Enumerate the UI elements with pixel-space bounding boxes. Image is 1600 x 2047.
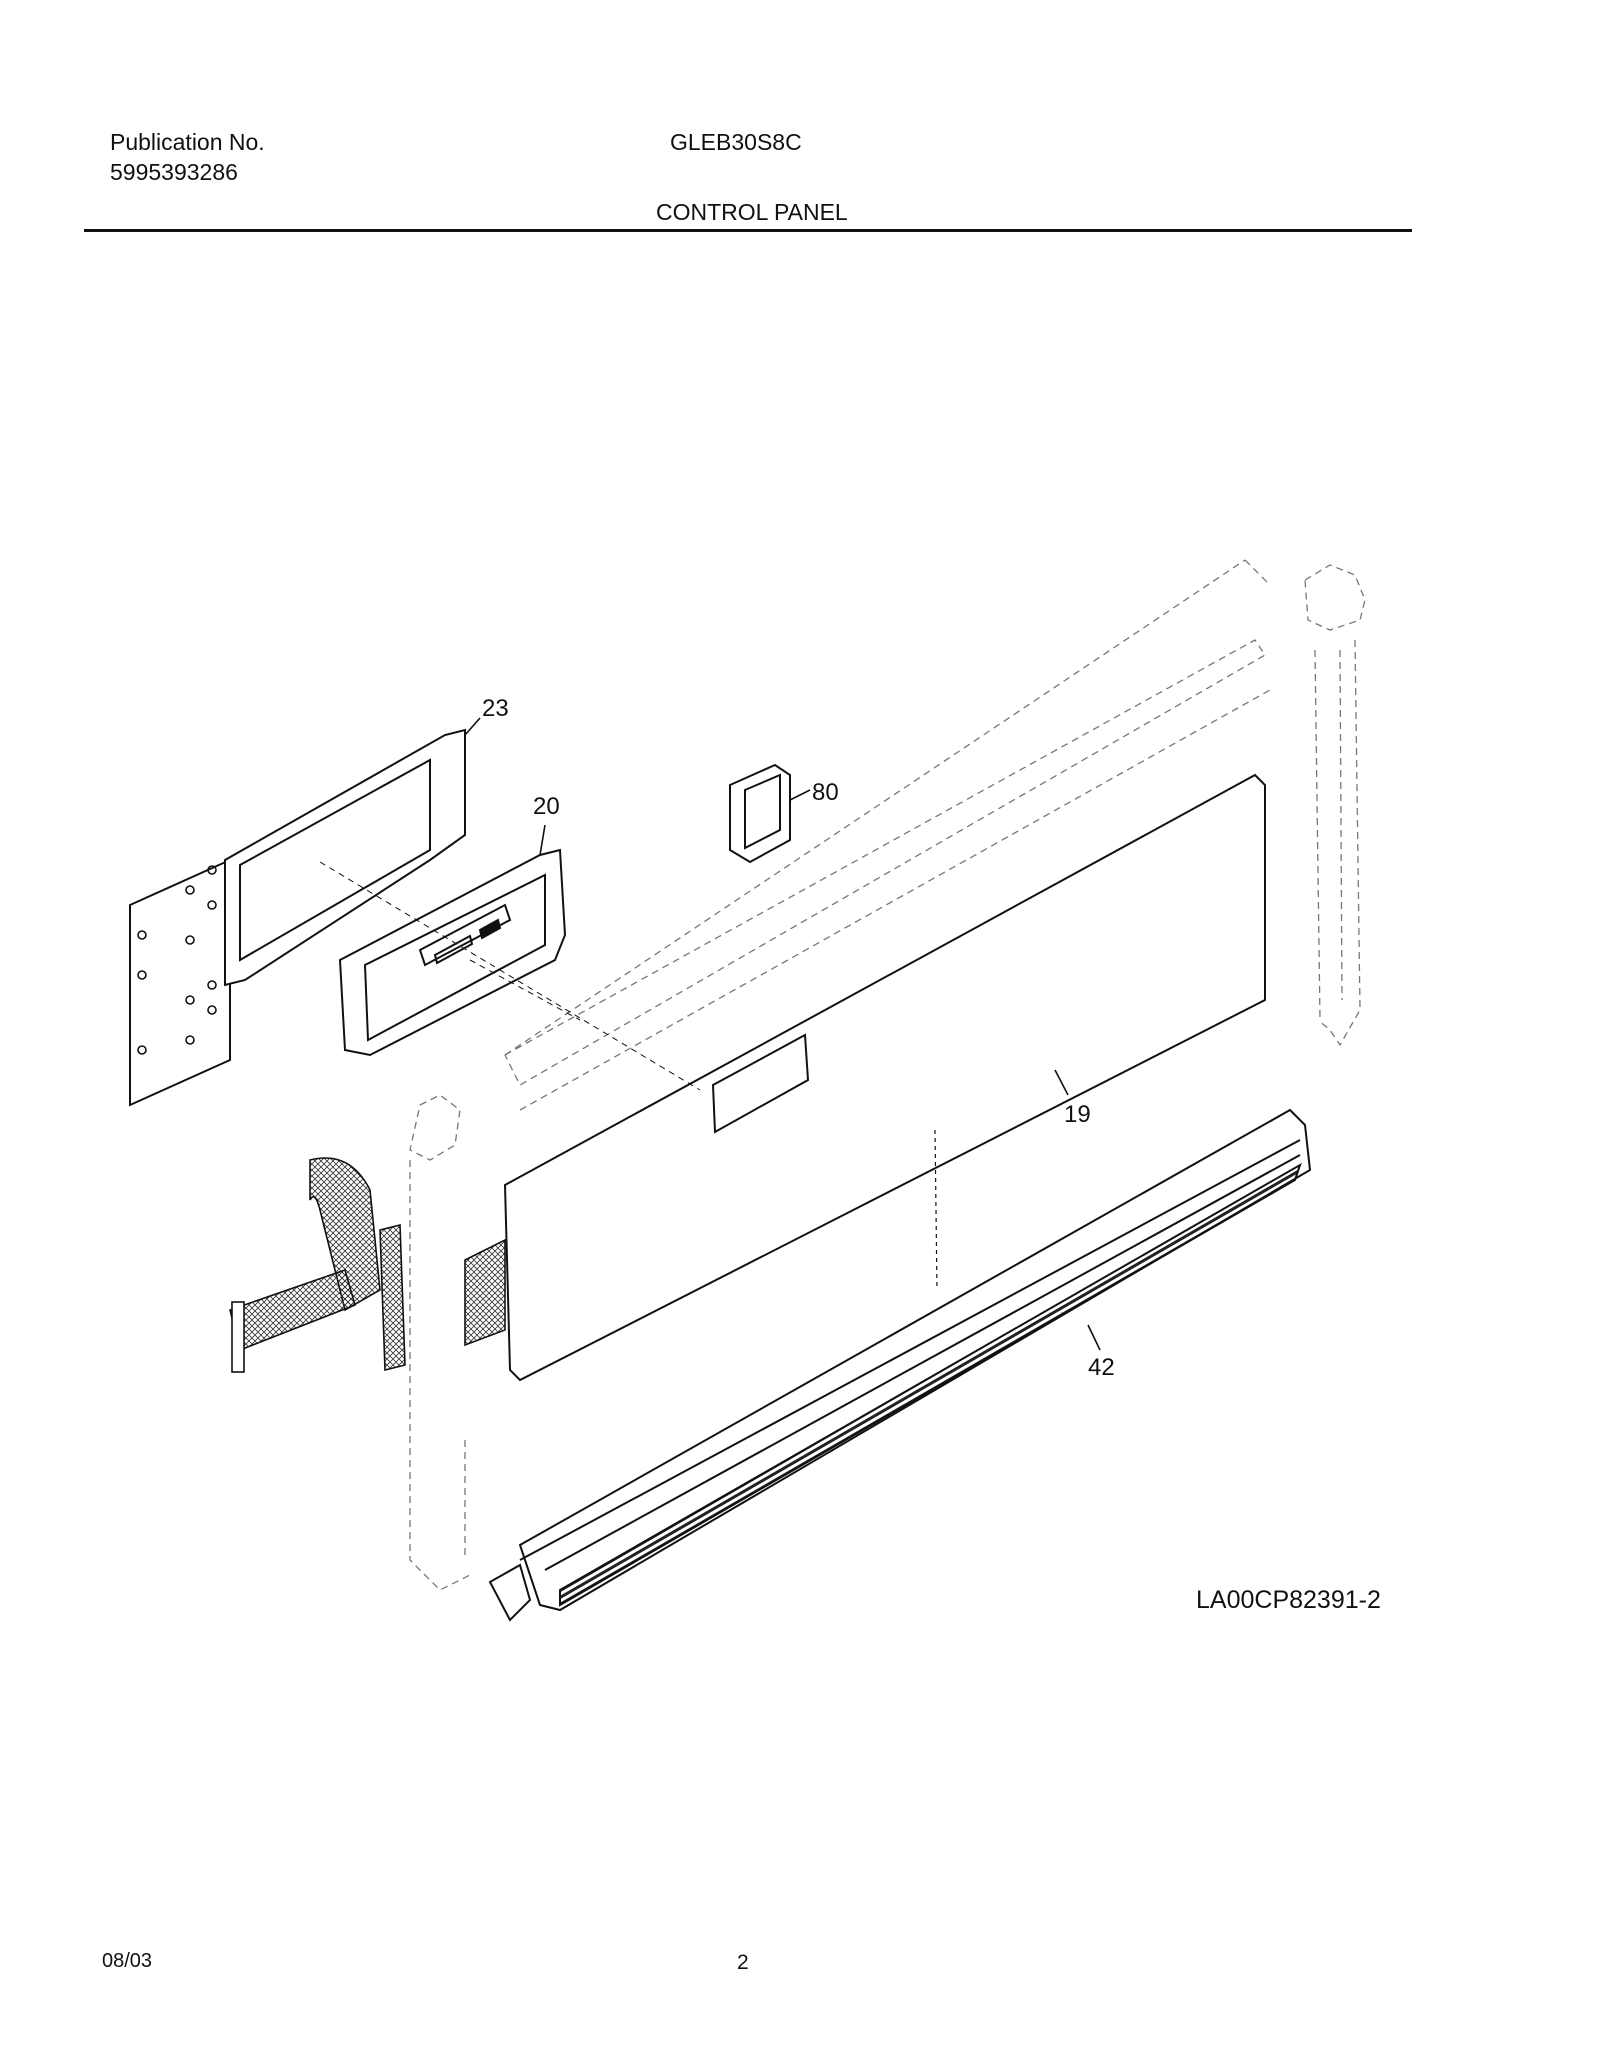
part-42-vent-trim	[488, 1108, 1312, 1622]
callout-42: 42	[1088, 1354, 1115, 1381]
wire-harness	[229, 1157, 506, 1373]
part-23-gasket-frame	[224, 728, 466, 987]
part-80-connector	[729, 763, 791, 864]
header-rule	[84, 229, 1412, 232]
callout-80: 80	[812, 779, 839, 806]
phantom-range-outline	[409, 559, 1366, 1591]
model-number: GLEB30S8C	[670, 129, 802, 155]
part-20-control-module	[338, 848, 567, 1057]
center-lines	[319, 861, 701, 1091]
section-title: CONTROL PANEL	[656, 199, 848, 225]
part-19-control-panel	[503, 773, 1266, 1382]
callout-20: 20	[533, 793, 560, 820]
callout-19: 19	[1064, 1101, 1091, 1128]
drawing-id: LA00CP82391-2	[1196, 1586, 1381, 1614]
footer-date: 08/03	[102, 1950, 153, 1972]
callout-23: 23	[482, 695, 509, 722]
leader-lines	[464, 717, 1101, 1351]
page-number: 2	[737, 1951, 749, 1974]
publication-number: 5995393286	[110, 159, 238, 185]
part-23-bracket	[129, 858, 231, 1107]
publication-label: Publication No.	[110, 129, 265, 155]
